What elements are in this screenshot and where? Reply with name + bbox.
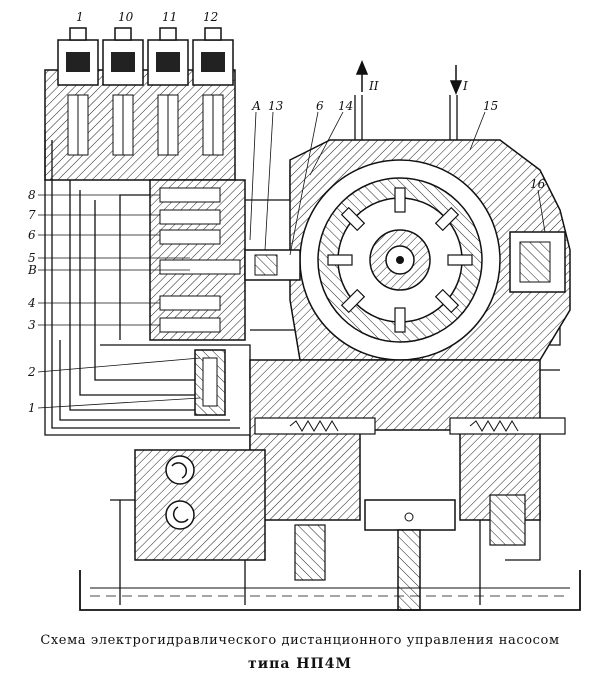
solenoid-coil-12 [192,27,234,86]
label-top-12: 12 [203,10,219,24]
label-part-15: 15 [483,99,499,113]
label-side-3: 3 [28,318,36,332]
label-side-B: В [28,263,37,277]
tank-block [134,449,526,581]
label-side-4: 4 [28,296,36,310]
label-inlet-I: I [463,79,468,93]
label-side-8: 8 [28,188,36,202]
label-part-13: 13 [268,99,284,113]
label-side-2: 2 [28,365,36,379]
flow-arrows [355,60,463,95]
caption-line-1: Схема электрогидравлического дистанционн… [40,633,560,648]
label-top-11: 11 [162,10,178,24]
pump-rotor-pistons [327,187,473,333]
leader-lines [37,111,546,409]
caption-line-2: типа НП4М [248,656,352,672]
solenoid-coil-11 [147,27,189,86]
solenoid-coil-10 [102,27,144,86]
label-outlet-II: II [369,79,379,93]
label-top-10: 10 [118,10,134,24]
label-part-14: 14 [338,99,354,113]
label-part-6: 6 [316,99,324,113]
label-side-1: 1 [28,401,36,415]
control-valve-block [149,179,246,416]
solenoid-coil-1 [57,27,99,86]
label-part-A: А [252,99,262,113]
label-part-16: 16 [530,177,546,191]
lower-valve-body [249,359,566,611]
oil-sump [79,570,581,611]
pump-body [244,139,571,361]
label-side-6: 6 [28,228,36,242]
label-top-1: 1 [76,10,84,24]
label-side-7: 7 [28,208,36,222]
label-side-5: 5 [28,251,36,265]
solenoid-block [44,27,236,181]
